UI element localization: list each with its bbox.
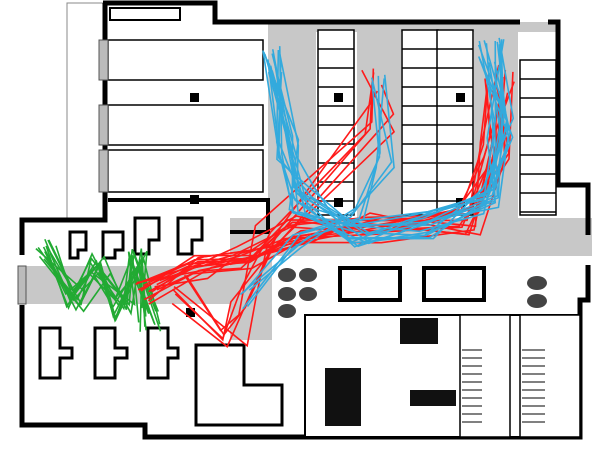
room-1 bbox=[107, 39, 264, 81]
stairs bbox=[462, 349, 545, 423]
trajectory-path bbox=[277, 60, 501, 234]
trajectory-path bbox=[243, 77, 393, 293]
door-3 bbox=[98, 149, 109, 193]
counters bbox=[338, 266, 486, 302]
room-3 bbox=[107, 149, 264, 193]
door-west bbox=[17, 265, 27, 305]
shelving bbox=[317, 29, 557, 216]
trajectory-path bbox=[172, 84, 395, 342]
shelf-unit bbox=[436, 29, 474, 216]
corridor-top bbox=[268, 22, 560, 32]
trajectory-path bbox=[242, 75, 381, 310]
trajectory-path bbox=[275, 39, 503, 233]
exterior-wall bbox=[19, 0, 591, 440]
door-1 bbox=[98, 39, 109, 81]
trajectory-path bbox=[268, 43, 496, 236]
round-tables bbox=[278, 268, 547, 318]
inner-wall bbox=[108, 198, 270, 234]
small-offices bbox=[38, 216, 284, 427]
shelf-unit bbox=[401, 29, 439, 216]
trajectory-path bbox=[278, 40, 499, 248]
trajectory-path bbox=[246, 74, 395, 307]
window-strip bbox=[109, 7, 181, 21]
trajectories bbox=[35, 37, 515, 348]
shelf-unit bbox=[317, 29, 355, 216]
stair-rooms bbox=[459, 314, 581, 438]
trajectory-path bbox=[42, 246, 161, 325]
trajectory-path bbox=[276, 44, 514, 223]
shelf-unit bbox=[519, 59, 557, 216]
trajectory-path bbox=[47, 239, 147, 331]
trajectory-path bbox=[171, 90, 379, 348]
door-2 bbox=[98, 104, 109, 146]
room-2 bbox=[107, 104, 264, 146]
trajectory-path bbox=[267, 40, 511, 244]
desks bbox=[325, 318, 456, 426]
